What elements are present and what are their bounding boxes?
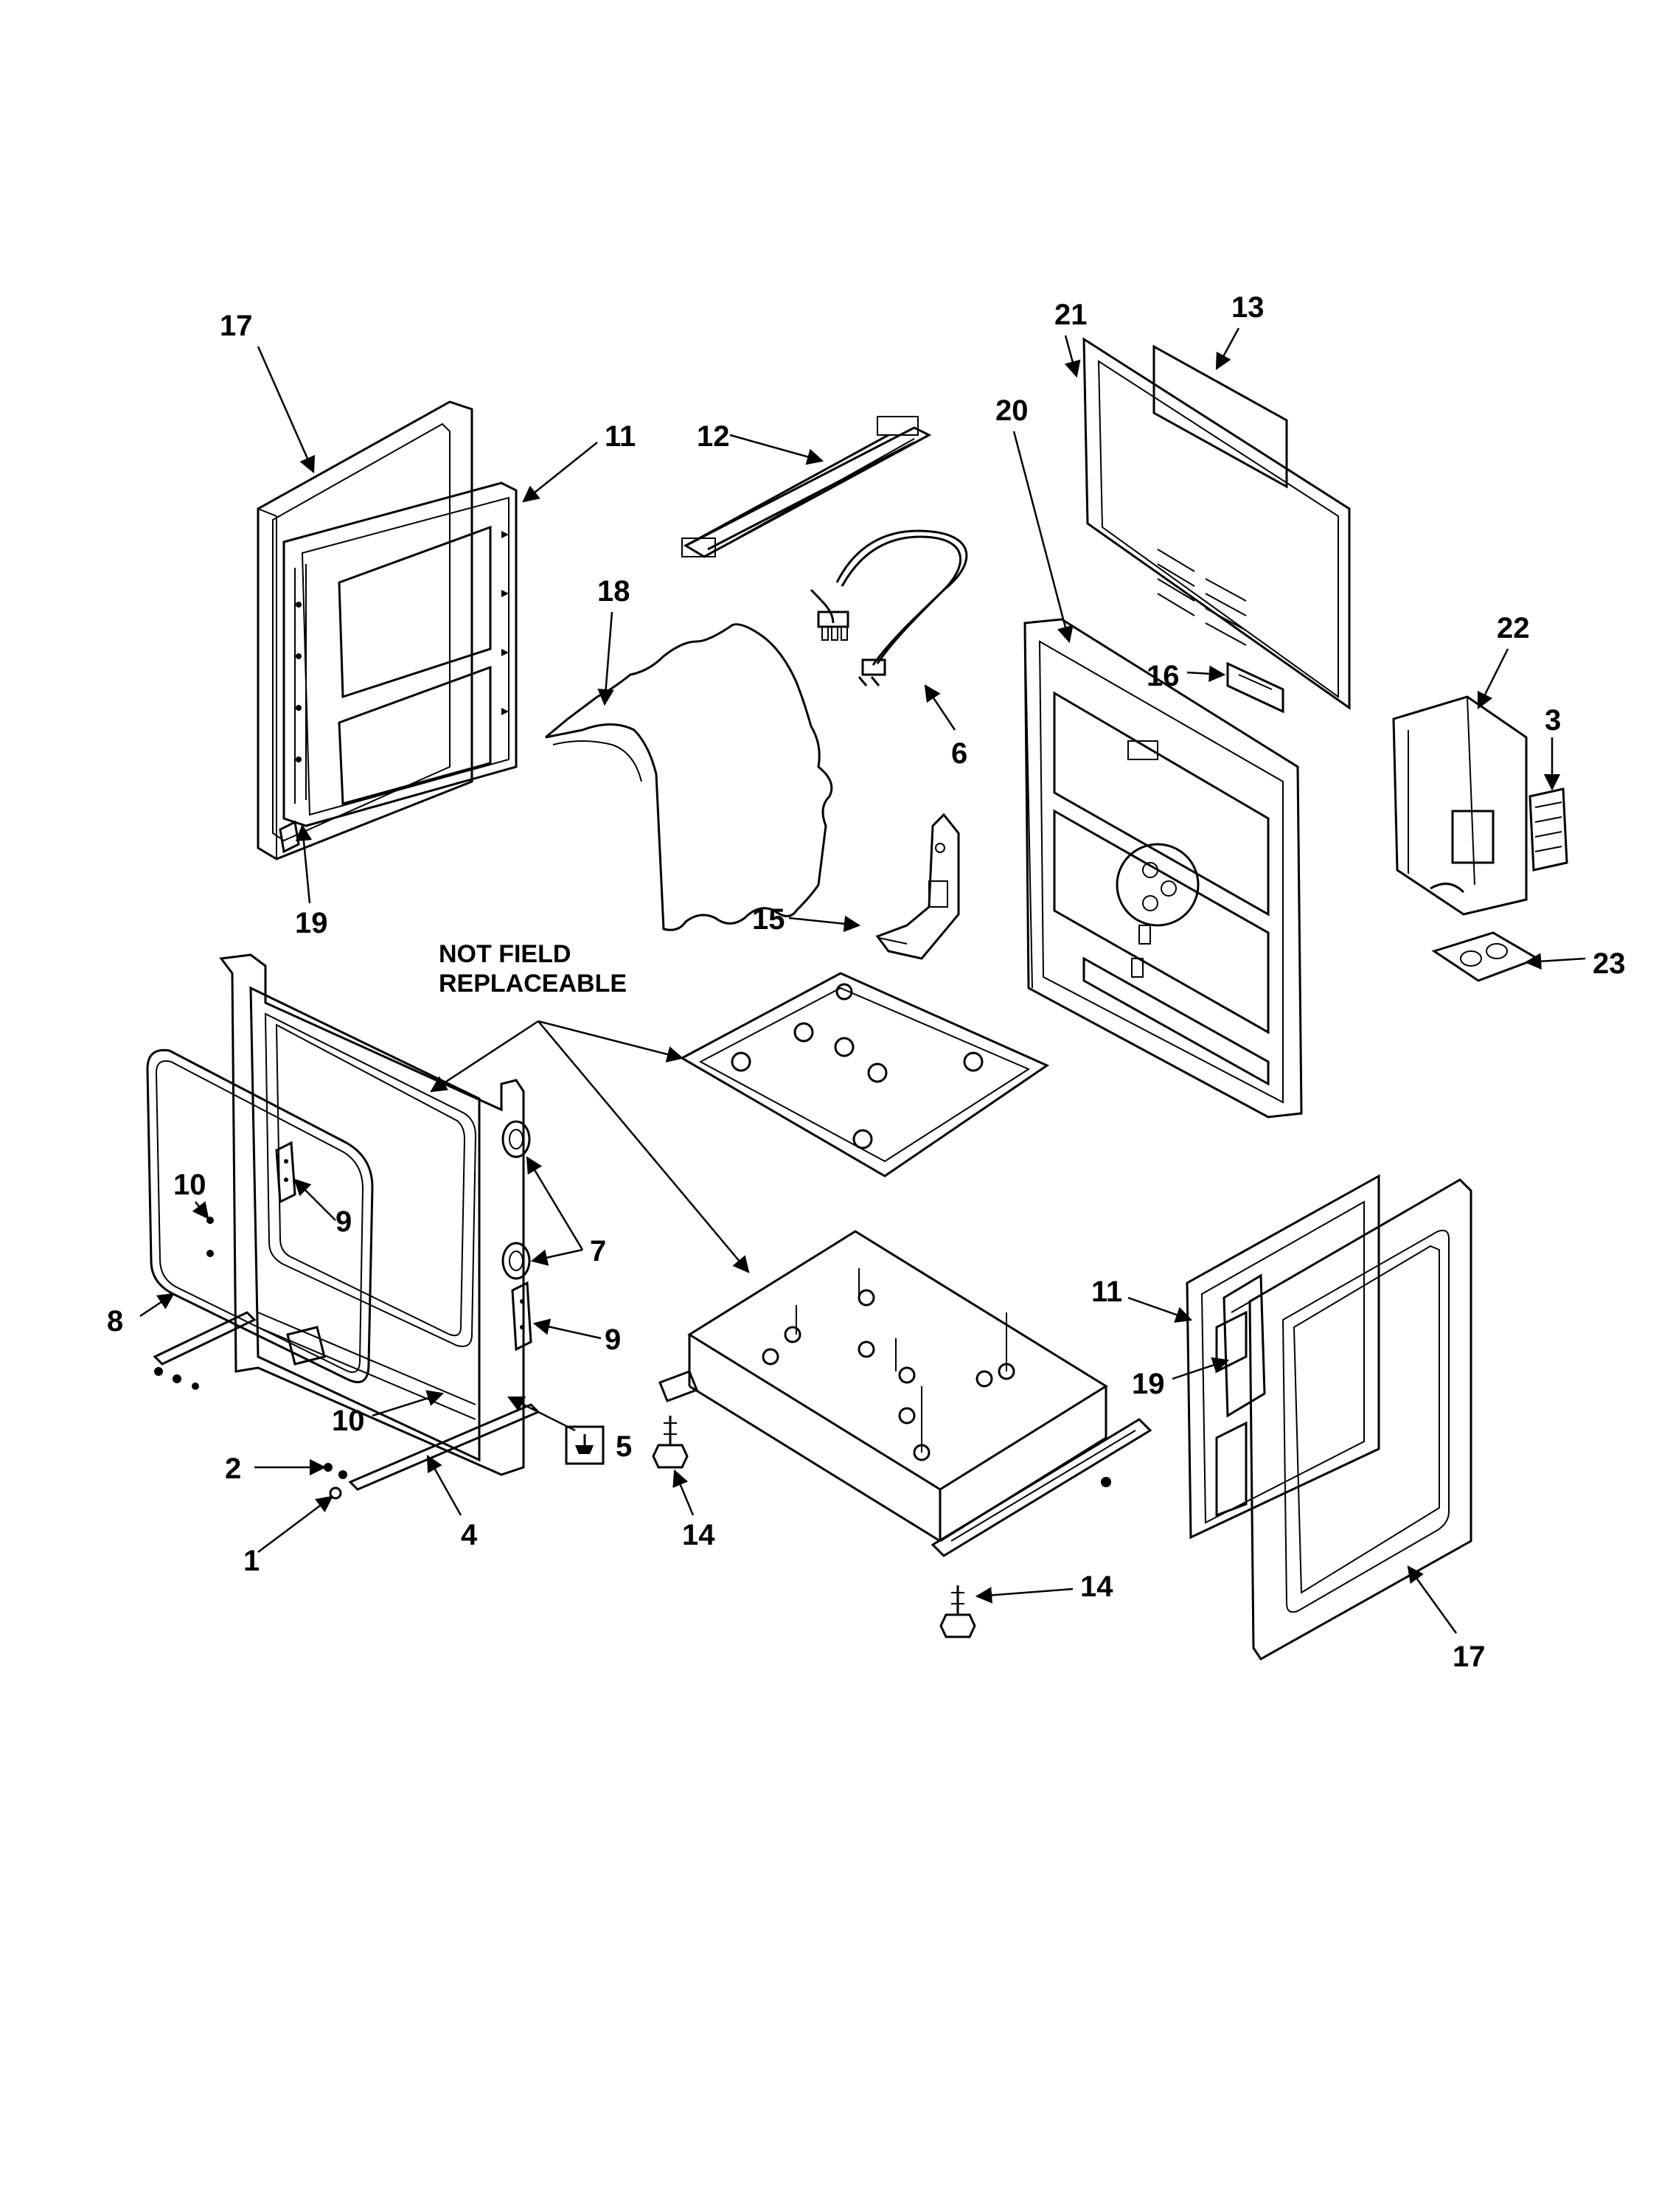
part-16-clip bbox=[1226, 661, 1284, 714]
label-21: 21 bbox=[1054, 299, 1088, 331]
part-1-nut bbox=[329, 1486, 342, 1500]
base-pan bbox=[658, 1230, 1152, 1557]
part-19-left-bracket bbox=[279, 820, 300, 854]
note-not-field-line2: REPLACEABLE bbox=[439, 970, 627, 998]
part-2-screw bbox=[324, 1463, 347, 1479]
part-12-element bbox=[681, 416, 932, 558]
label-15: 15 bbox=[752, 903, 785, 936]
part-20-back-wall bbox=[1023, 618, 1303, 1119]
part-labels: 17 11 19 12 18 6 21 13 20 16 22 3 23 15 … bbox=[107, 291, 1626, 1673]
part-22-shroud bbox=[1392, 695, 1528, 916]
part-6-power-cord bbox=[810, 529, 968, 686]
label-4: 4 bbox=[461, 1519, 478, 1551]
label-9-lower: 9 bbox=[605, 1324, 621, 1356]
part-10-screws-upper bbox=[206, 1217, 214, 1257]
label-10-lower: 10 bbox=[332, 1405, 365, 1437]
label-11-left: 11 bbox=[605, 420, 636, 453]
label-1: 1 bbox=[243, 1545, 260, 1577]
label-13: 13 bbox=[1231, 291, 1265, 324]
part-14-leveling-leg-b bbox=[939, 1585, 976, 1638]
part-7-grommets bbox=[501, 1120, 531, 1280]
label-8: 8 bbox=[107, 1305, 123, 1338]
part-9-hinge-lower bbox=[511, 1281, 532, 1352]
oven-bottom-pan bbox=[679, 972, 1050, 1178]
part-17-left-side-panel bbox=[257, 400, 473, 860]
label-17-left: 17 bbox=[220, 310, 253, 342]
part-11-left-liner bbox=[282, 481, 518, 827]
part-23-plate bbox=[1431, 931, 1540, 982]
part-15-bracket bbox=[875, 813, 960, 960]
part-4-rail bbox=[348, 1403, 540, 1491]
label-14-right: 14 bbox=[1080, 1571, 1113, 1603]
label-11-right: 11 bbox=[1091, 1276, 1122, 1308]
label-10-upper: 10 bbox=[173, 1169, 206, 1201]
front-frame bbox=[219, 953, 525, 1476]
label-20: 20 bbox=[995, 394, 1029, 427]
lower-rail-left bbox=[153, 1311, 326, 1390]
leader-lines bbox=[139, 327, 1586, 1634]
label-19-right: 19 bbox=[1132, 1368, 1165, 1400]
part-13-label-plate bbox=[1152, 344, 1288, 489]
label-19-left: 19 bbox=[295, 907, 328, 939]
label-18: 18 bbox=[597, 575, 630, 608]
note-not-field-line1: NOT FIELD bbox=[439, 940, 571, 968]
part-17-right-side-panel bbox=[1248, 1178, 1472, 1660]
part-18-insulation bbox=[545, 623, 833, 931]
label-6: 6 bbox=[951, 737, 967, 770]
label-3: 3 bbox=[1545, 704, 1561, 737]
label-7: 7 bbox=[590, 1235, 606, 1267]
label-14-left: 14 bbox=[682, 1519, 715, 1551]
part-5-leveling-leg-box bbox=[565, 1425, 605, 1465]
label-17-right: 17 bbox=[1453, 1641, 1486, 1673]
label-9-upper: 9 bbox=[335, 1206, 352, 1238]
part-3-vent-grille bbox=[1528, 787, 1568, 872]
label-2: 2 bbox=[225, 1453, 241, 1485]
label-22: 22 bbox=[1497, 612, 1530, 644]
label-5: 5 bbox=[616, 1430, 632, 1463]
part-21-rear-cover bbox=[1082, 337, 1351, 710]
part-11-right-liner bbox=[1186, 1174, 1380, 1540]
part-14-leveling-leg-a bbox=[652, 1416, 689, 1469]
label-23: 23 bbox=[1593, 947, 1626, 980]
part-8-gasket bbox=[146, 1048, 374, 1383]
label-16: 16 bbox=[1147, 660, 1180, 692]
label-12: 12 bbox=[697, 420, 730, 453]
